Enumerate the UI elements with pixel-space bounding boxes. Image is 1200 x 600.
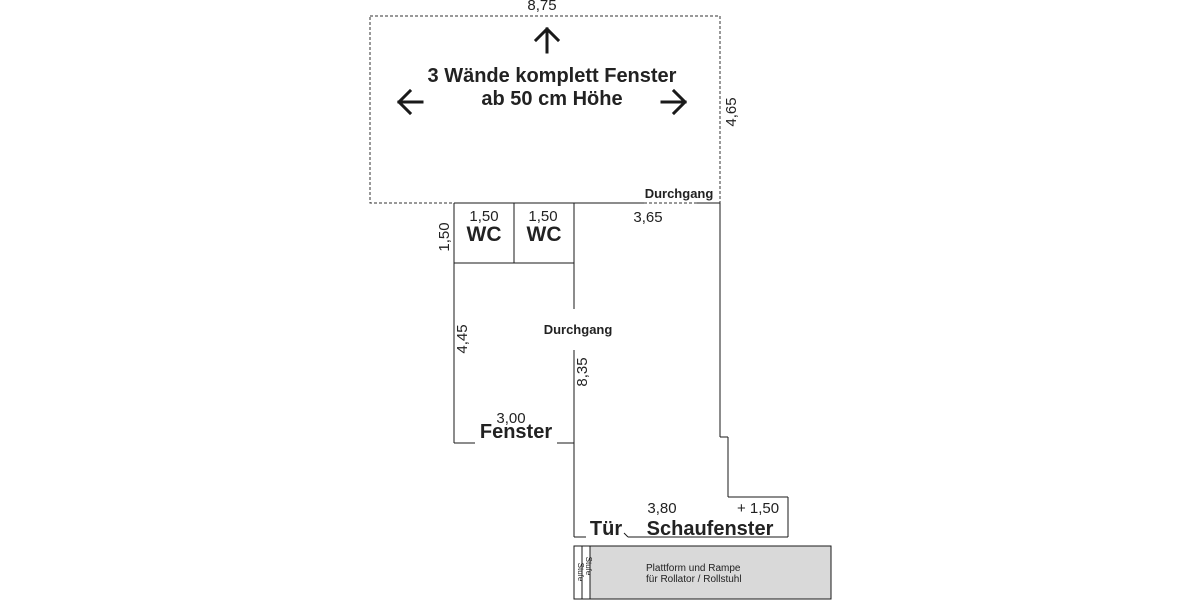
wc-depth-label: 1,50 (436, 222, 453, 251)
left-wall-length-label: 4,45 (454, 324, 471, 353)
shopwindow-width-label: 3,80 (647, 500, 676, 517)
step-2 (581, 545, 591, 600)
corridor-width-label: 3,65 (633, 209, 662, 226)
arrow-up-icon (533, 26, 561, 54)
wc-1-width-label: 1,50 (469, 208, 498, 225)
step-1-label: Stufe (576, 563, 585, 582)
main-room-depth-label: 4,65 (723, 97, 740, 126)
window-section: 3,00 Fenster (480, 410, 552, 443)
platform-text-line-1: Plattform und Rampe (646, 563, 741, 574)
corridor-passage-label: Durchgang (544, 322, 613, 337)
walls (453, 202, 789, 538)
corridor-labels: 3,65 Durchgang 4,45 8,35 (454, 209, 663, 387)
step-2-label: Stufe (584, 557, 593, 576)
platform-text-line-2: für Rollator / Rollstuhl (646, 574, 742, 585)
platform-area (573, 545, 832, 600)
wc-1-label: WC (467, 223, 502, 246)
main-passage-label: Durchgang (645, 186, 714, 201)
wc-2-label: WC (527, 223, 562, 246)
door-swing-mark (623, 532, 629, 538)
main-room-width-label: 8,75 (527, 0, 556, 14)
window-label: Fenster (480, 421, 552, 443)
arrow-right-icon (660, 88, 688, 116)
window-note-line-1: 3 Wände komplett Fenster (428, 65, 677, 87)
wc-2-width-label: 1,50 (528, 208, 557, 225)
arrow-left-icon (396, 88, 424, 116)
wc-rooms: 1,50 WC 1,50 WC 1,50 (436, 208, 562, 252)
corridor-length-label: 8,35 (574, 357, 591, 386)
window-note-line-2: ab 50 cm Höhe (481, 88, 622, 110)
shopwindow-extra-label: + 1,50 (737, 500, 779, 517)
door-label: Tür (590, 518, 622, 540)
window-width-label: 3,00 (496, 410, 525, 427)
main-room: 8,75 4,65 3 Wände komplett Fenster ab 50… (369, 0, 740, 204)
front-section: Tür 3,80 Schaufenster + 1,50 (590, 500, 779, 540)
shopwindow-label: Schaufenster (647, 518, 774, 540)
platform: Stufe Stufe Plattform und Rampe für Roll… (573, 545, 832, 600)
